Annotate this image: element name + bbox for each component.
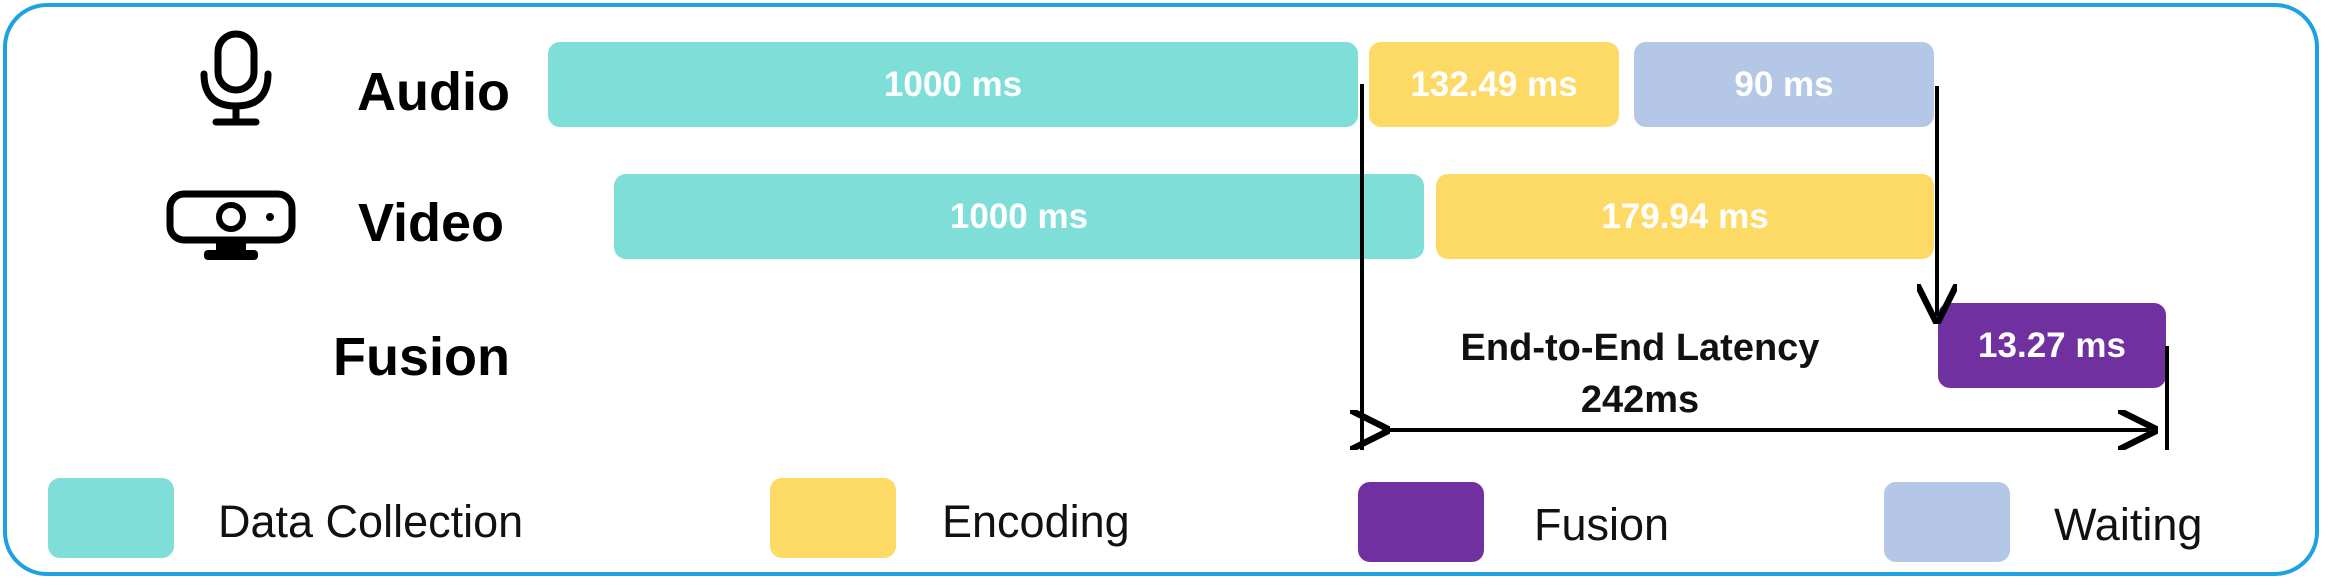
bar-fusion: 13.27 ms	[1938, 303, 2166, 388]
row-label-video: Video	[357, 193, 504, 253]
legend-swatch-data-collection	[48, 478, 174, 558]
bar-video-encoding: 179.94 ms	[1436, 174, 1934, 259]
bar-video-data-collection: 1000 ms	[614, 174, 1424, 259]
row-label-audio: Audio	[357, 62, 510, 122]
webcam-icon	[166, 190, 296, 260]
bar-audio-encoding: 132.49 ms	[1369, 42, 1619, 127]
microphone-icon	[200, 30, 272, 126]
latency-title: End-to-End Latency	[1460, 327, 1820, 369]
legend-label-encoding: Encoding	[942, 496, 1130, 547]
latency-value: 242ms	[1580, 379, 1700, 421]
legend-label-data-collection: Data Collection	[218, 496, 524, 547]
legend-swatch-encoding	[770, 478, 896, 558]
bar-audio-data-collection: 1000 ms	[548, 42, 1358, 127]
legend-label-waiting: Waiting	[2054, 499, 2203, 550]
legend-swatch-waiting	[1884, 482, 2010, 562]
diagram-frame	[3, 3, 2319, 576]
bar-audio-waiting: 90 ms	[1634, 42, 1934, 127]
row-label-fusion: Fusion	[333, 327, 510, 387]
legend-label-fusion: Fusion	[1534, 499, 1670, 550]
legend-swatch-fusion	[1358, 482, 1484, 562]
